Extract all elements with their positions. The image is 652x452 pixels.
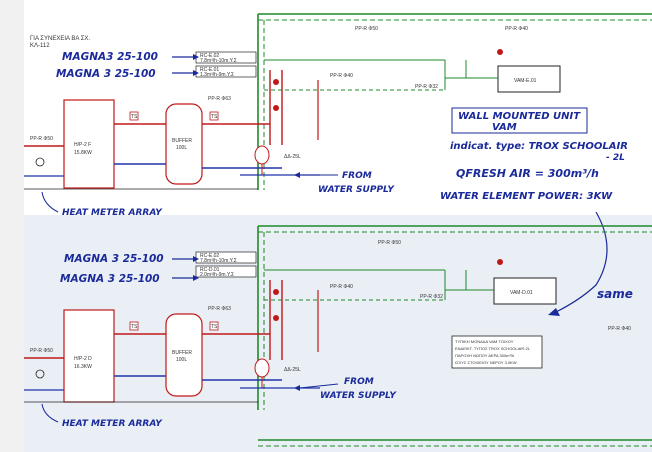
lower-pump-valve-icon-2 bbox=[273, 315, 279, 321]
upper-arrowhead-1 bbox=[193, 54, 199, 60]
lower-note-line4: ΙΣΧΥΣ ΣΤΟΙΧΕΙΟΥ ΝΕΡΟΥ 3.0KW bbox=[455, 360, 517, 365]
indicative-type-suffix: - 2L bbox=[606, 153, 625, 163]
upper-pump-1-tag: RC-E.02 bbox=[200, 53, 219, 59]
lower-pump-1-spec: 7.8m³/h-10m.Y.Σ bbox=[200, 258, 237, 264]
lower-heat-meter-label: HEAT METER ARRAY bbox=[62, 419, 163, 429]
lower-pump-2-spec: 2.0m³/h-9m.Y.Σ bbox=[200, 272, 234, 278]
q-fresh-air: QFRESH AIR = 300m³/h bbox=[456, 167, 599, 180]
lower-note-line2: ΕΝΔΕΙΚΤ. ΤΥΠΟΣ TROX SCHOOLAIR-2L bbox=[455, 346, 531, 351]
upper-ts-tag: TS bbox=[131, 114, 138, 120]
upper-expansion-label: ΔΔ-25L bbox=[284, 154, 301, 160]
left-margin bbox=[0, 0, 24, 452]
upper-heat-pump-label: H/P-2 F bbox=[74, 142, 91, 148]
lower-note-line3: ΠΑΡΟΧΗ ΝΩΠΟΥ ΑΕΡΑ 300m³/h bbox=[455, 353, 514, 358]
lower-ts-tag-2: TS bbox=[211, 324, 218, 330]
lower-heat-pump-power: 16.3KW bbox=[74, 364, 92, 370]
same-label: same bbox=[597, 287, 633, 301]
lower-pump-1-tag: RC-E.02 bbox=[200, 253, 219, 259]
lower-ts-tag: TS bbox=[131, 324, 138, 330]
upper-heat-pump-box bbox=[63, 99, 115, 189]
wall-mounted-box bbox=[451, 107, 588, 134]
upper-heat-meter-pointer bbox=[41, 191, 59, 213]
lower-pump-2-tag: RC-D.01 bbox=[200, 267, 220, 273]
lower-ts-box-2 bbox=[209, 321, 219, 331]
upper-pump-2-tag: RC-E.01 bbox=[200, 67, 219, 73]
upper-buffer-label: BUFFER bbox=[172, 138, 192, 144]
lower-note-line1: ΤΥΠΙΚΗ ΜΟΝΑΔΑ VAM ΤΟΙΧΟΥ bbox=[455, 339, 514, 344]
lower-from-label: FROM bbox=[344, 377, 374, 387]
lower-vam-box bbox=[493, 277, 557, 305]
lower-from-arrow bbox=[299, 383, 339, 389]
water-element-power: WATER ELEMENT POWER: 3KW bbox=[440, 191, 613, 202]
lower-water-supply-label: WATER SUPPLY bbox=[320, 391, 397, 401]
lower-arrowhead-2 bbox=[193, 275, 199, 281]
lower-pump-2-tag-box bbox=[195, 265, 257, 278]
lower-buffer-volume: 100L bbox=[176, 357, 187, 363]
upper-heat-meter-label: HEAT METER ARRAY bbox=[62, 208, 163, 218]
upper-from-arrowhead bbox=[294, 172, 300, 178]
lower-pipe-label-50-left: PP-R Φ50 bbox=[30, 348, 53, 354]
lower-vam-valve-icon bbox=[497, 259, 503, 265]
upper-pipe-label-50-left: PP-R Φ50 bbox=[30, 136, 53, 142]
wall-mounted-line2: VAM bbox=[492, 122, 517, 133]
upper-pump-2-spec: 1.3m³/h-9m.Y.Σ bbox=[200, 72, 234, 78]
lower-heat-pump-box bbox=[63, 309, 115, 403]
upper-ts-box-2 bbox=[209, 111, 219, 121]
lower-buffer-label: BUFFER bbox=[172, 350, 192, 356]
lower-pipe-label-32: PP-R Φ32 bbox=[420, 294, 443, 300]
upper-heat-pump-power: 15.8KW bbox=[74, 150, 92, 156]
upper-pump-1-spec: 7.8m³/h-10m.Y.Σ bbox=[200, 58, 237, 64]
lower-heat-meter-pointer bbox=[41, 403, 59, 423]
lower-heat-pump-label: H/P-2 D bbox=[74, 356, 92, 362]
upper-from-label: FROM bbox=[342, 171, 372, 181]
lower-pipe-label-50: PP-R Φ50 bbox=[378, 240, 401, 246]
upper-vam-label: VAM-E.01 bbox=[514, 78, 537, 84]
lower-vam-label: VAM-D.01 bbox=[510, 290, 533, 296]
upper-pump-valve-icon-2 bbox=[273, 105, 279, 111]
lower-pump-1-handwritten: MAGNA 3 25-100 bbox=[64, 253, 164, 265]
upper-arrowhead-2 bbox=[193, 70, 199, 76]
upper-vam-box bbox=[497, 65, 561, 93]
lower-expansion-vessel bbox=[254, 358, 270, 378]
lower-pump-valve-icon bbox=[273, 289, 279, 295]
upper-pump-1-handwritten: MAGNA3 25-100 bbox=[62, 51, 158, 63]
upper-expansion-vessel bbox=[254, 145, 270, 165]
upper-pipe-label-32: PP-R Φ32 bbox=[415, 84, 438, 90]
upper-pump-valve-icon bbox=[273, 79, 279, 85]
sheet-header-line2: ΚΛ-112 bbox=[30, 43, 50, 49]
sheet-header-line1: ΓΙΑ ΣΥΝΕΧΕΙΑ ΒΑ ΣΧ. bbox=[30, 36, 90, 42]
wall-mounted-line1: WALL MOUNTED UNIT bbox=[458, 111, 581, 122]
lower-pipe-label-63: PP-R Φ63 bbox=[208, 306, 231, 312]
lower-expansion-label: ΔΔ-25L bbox=[284, 367, 301, 373]
upper-pipe-label-50: PP-R Φ50 bbox=[355, 26, 378, 32]
same-arrowhead bbox=[548, 308, 560, 316]
upper-pipe-label-40: PP-R Φ40 bbox=[330, 73, 353, 79]
vam-annotation: WALL MOUNTED UNIT VAM indicat. type: TRO… bbox=[440, 107, 633, 316]
upper-pipe-label-40-top: PP-R Φ40 bbox=[505, 26, 528, 32]
lower-heat-meter-icon bbox=[35, 369, 45, 379]
lower-unit: PP-R Φ50 PP-R Φ40 PP-R Φ32 PP-R Φ40 VAM-… bbox=[24, 225, 652, 447]
upper-pump-2-handwritten: MAGNA 3 25-100 bbox=[56, 68, 156, 80]
upper-buffer-volume: 100L bbox=[176, 145, 187, 151]
lower-ts-box bbox=[129, 321, 139, 331]
lower-pipe-label-40-right: PP-R Φ40 bbox=[608, 326, 631, 332]
upper-water-supply-label: WATER SUPPLY bbox=[318, 185, 395, 195]
lower-pipe-label-40: PP-R Φ40 bbox=[330, 284, 353, 290]
lower-from-arrowhead bbox=[294, 385, 300, 391]
upper-buffer-tank bbox=[165, 103, 203, 185]
upper-ts-box bbox=[129, 111, 139, 121]
upper-heat-meter-icon bbox=[35, 157, 45, 167]
lower-note-box bbox=[451, 335, 543, 369]
upper-ts-tag-2: TS bbox=[211, 114, 218, 120]
lower-buffer-tank bbox=[165, 313, 203, 397]
upper-vam-valve-icon bbox=[497, 49, 503, 55]
indicative-type: indicat. type: TROX SCHOOLAIR bbox=[450, 141, 628, 152]
upper-unit: PP-R Φ50 PP-R Φ40 PP-R Φ40 PP-R Φ32 VAM-… bbox=[24, 13, 652, 218]
lower-pump-2-handwritten: MAGNA 3 25-100 bbox=[60, 273, 160, 285]
upper-pipe-label-63: PP-R Φ63 bbox=[208, 96, 231, 102]
lower-arrowhead-1 bbox=[193, 256, 199, 262]
